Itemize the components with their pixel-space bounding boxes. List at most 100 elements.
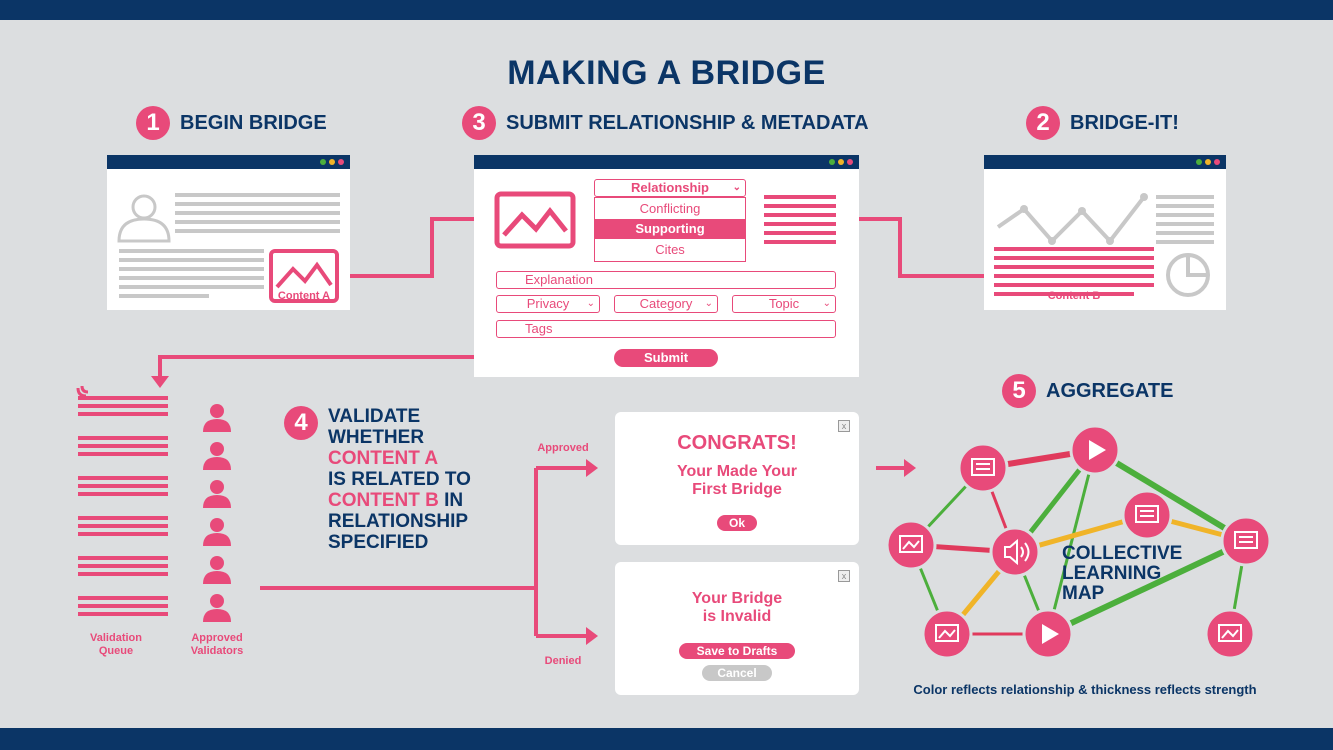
step-label: BEGIN BRIDGE bbox=[180, 111, 327, 134]
person-icon bbox=[203, 404, 231, 432]
validators-icons bbox=[203, 404, 231, 622]
play-icon bbox=[1089, 440, 1106, 460]
tags-field[interactable]: Tags bbox=[496, 320, 836, 338]
chevron-down-icon: ⌄ bbox=[822, 298, 831, 309]
validation-queue-label: Validation Queue bbox=[90, 632, 142, 657]
content-b-window: Content B bbox=[984, 155, 1226, 310]
content-b-illustration bbox=[994, 193, 1214, 297]
step-label: SUBMIT RELATIONSHIP & METADATA bbox=[506, 111, 869, 134]
close-icon[interactable]: x bbox=[838, 420, 850, 432]
privacy-select[interactable]: Privacy ⌄ bbox=[496, 295, 600, 313]
option-conflicting[interactable]: Conflicting bbox=[639, 201, 701, 216]
arrow-head bbox=[904, 459, 916, 477]
step-2-header: 2 BRIDGE-IT! bbox=[1026, 106, 1179, 140]
play-icon bbox=[1042, 624, 1059, 644]
invalid-message: Your Bridge is Invalid bbox=[691, 590, 783, 625]
step-4-number: 4 bbox=[284, 406, 318, 440]
arrow-head bbox=[586, 459, 598, 477]
person-icon bbox=[203, 594, 231, 622]
text-lines-icon bbox=[764, 195, 836, 244]
relationship-select[interactable]: Relationship ⌄ bbox=[594, 179, 746, 197]
top-bar bbox=[0, 0, 1333, 20]
window-titlebar bbox=[107, 155, 350, 169]
bottom-bar bbox=[0, 728, 1333, 750]
approved-label: Approved bbox=[537, 442, 589, 454]
person-icon bbox=[203, 518, 231, 546]
step-3-header: 3 SUBMIT RELATIONSHIP & METADATA bbox=[462, 106, 869, 140]
person-icon bbox=[203, 480, 231, 508]
image-icon bbox=[899, 535, 923, 553]
option-supporting[interactable]: Supporting bbox=[595, 219, 745, 239]
image-icon bbox=[1218, 624, 1242, 642]
step-number: 5 bbox=[1002, 374, 1036, 408]
chevron-down-icon: ⌄ bbox=[732, 182, 741, 193]
validation-queue-icon bbox=[76, 385, 168, 616]
congrats-message: Your Made Your First Bridge bbox=[676, 463, 797, 498]
red-dot-icon bbox=[338, 159, 344, 165]
submit-button[interactable]: Submit bbox=[614, 349, 718, 367]
denied-label: Denied bbox=[544, 655, 582, 667]
red-dot-icon bbox=[847, 159, 853, 165]
yellow-dot-icon bbox=[1205, 159, 1211, 165]
window-titlebar bbox=[474, 155, 859, 169]
edge bbox=[1046, 448, 1097, 636]
pie-chart-icon bbox=[1166, 253, 1210, 297]
ok-button[interactable]: Ok bbox=[717, 515, 757, 531]
edge bbox=[1045, 538, 1249, 637]
validate-text: VALIDATE WHETHER CONTENT A IS RELATED TO… bbox=[328, 406, 471, 553]
document-icon bbox=[971, 458, 995, 476]
arrow-head bbox=[151, 376, 169, 388]
line-chart-icon bbox=[996, 193, 1148, 245]
option-cites[interactable]: Cites bbox=[655, 242, 685, 257]
step-number: 2 bbox=[1026, 106, 1060, 140]
document-icon bbox=[1135, 505, 1159, 523]
step-label: BRIDGE-IT! bbox=[1070, 111, 1179, 134]
person-icon bbox=[203, 556, 231, 584]
green-dot-icon bbox=[829, 159, 835, 165]
green-dot-icon bbox=[320, 159, 326, 165]
node bbox=[989, 526, 1041, 578]
content-b-label: Content B bbox=[1047, 290, 1101, 302]
explanation-field[interactable]: Explanation bbox=[496, 271, 836, 289]
page-title: MAKING A BRIDGE bbox=[507, 54, 826, 92]
red-dot-icon bbox=[1214, 159, 1220, 165]
arrow-head bbox=[586, 627, 598, 645]
image-icon bbox=[269, 249, 339, 303]
topic-select[interactable]: Topic ⌄ bbox=[732, 295, 836, 313]
step-number: 1 bbox=[136, 106, 170, 140]
cancel-button[interactable]: Cancel bbox=[702, 665, 772, 681]
person-icon bbox=[203, 442, 231, 470]
map-caption: Color reflects relationship & thickness … bbox=[913, 682, 1257, 697]
collective-learning-map bbox=[885, 424, 1272, 660]
relationship-options: Conflicting Supporting Cites bbox=[594, 197, 746, 262]
window-titlebar bbox=[984, 155, 1226, 169]
close-icon[interactable]: x bbox=[838, 570, 850, 582]
green-dot-icon bbox=[1196, 159, 1202, 165]
metadata-form-window: Relationship ⌄ Conflicting Supporting Ci… bbox=[474, 155, 859, 377]
approved-validators-label: Approved Validators bbox=[190, 632, 244, 657]
category-select[interactable]: Category ⌄ bbox=[614, 295, 718, 313]
map-title: COLLECTIVE LEARNING MAP bbox=[1062, 543, 1183, 604]
step-5-header: 5 AGGREGATE bbox=[1002, 374, 1173, 408]
image-icon bbox=[494, 191, 576, 249]
step-number: 3 bbox=[462, 106, 496, 140]
edge bbox=[1092, 447, 1249, 544]
step-1-header: 1 BEGIN BRIDGE bbox=[136, 106, 327, 140]
content-a-window: Content A bbox=[107, 155, 350, 310]
step-label: AGGREGATE bbox=[1046, 379, 1174, 402]
congrats-dialog: x CONGRATS! Your Made Your First Bridge … bbox=[615, 412, 859, 545]
content-a-illustration bbox=[117, 193, 340, 303]
document-icon bbox=[1234, 531, 1258, 549]
yellow-dot-icon bbox=[838, 159, 844, 165]
yellow-dot-icon bbox=[329, 159, 335, 165]
content-a-label: Content A bbox=[277, 290, 331, 302]
avatar-icon bbox=[117, 194, 171, 243]
speaker-icon bbox=[1004, 538, 1030, 566]
invalid-dialog: x Your Bridge is Invalid Save to Drafts … bbox=[615, 562, 859, 695]
save-to-drafts-button[interactable]: Save to Drafts bbox=[679, 643, 795, 659]
chevron-down-icon: ⌄ bbox=[586, 298, 595, 309]
image-icon bbox=[935, 624, 959, 642]
congrats-title: CONGRATS! bbox=[677, 432, 797, 454]
chevron-down-icon: ⌄ bbox=[704, 298, 713, 309]
